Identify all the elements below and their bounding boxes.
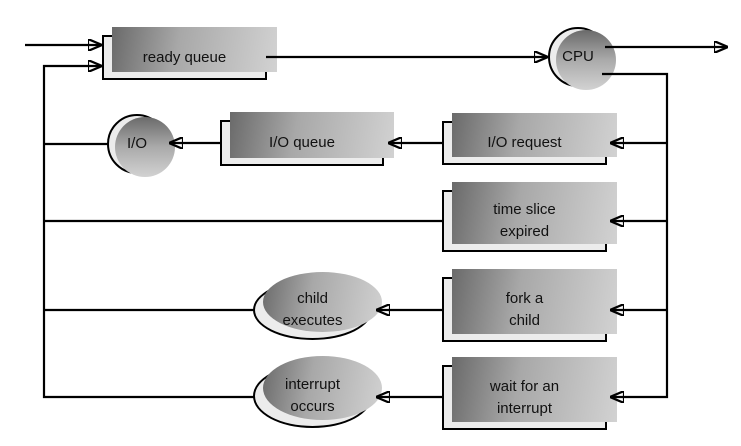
node-fork-a-child: fork a child xyxy=(442,277,607,342)
node-interrupt-occurs-label: interrupt occurs xyxy=(284,376,341,415)
node-fork-a-child-label: fork a child xyxy=(505,289,544,329)
node-io-request: I/O request xyxy=(442,121,607,165)
node-wait-for-interrupt-label: wait for an interrupt xyxy=(489,377,560,417)
node-cpu: CPU xyxy=(548,27,608,87)
node-io-queue: I/O queue xyxy=(220,120,384,166)
node-cpu-label: CPU xyxy=(562,48,594,66)
node-io-request-label: I/O request xyxy=(487,134,562,152)
node-child-executes-label: child executes xyxy=(282,290,343,329)
node-time-slice-expired: time slice expired xyxy=(442,190,607,252)
node-child-executes: child executes xyxy=(253,280,372,340)
node-time-slice-expired-label: time slice expired xyxy=(493,201,556,240)
node-interrupt-occurs: interrupt occurs xyxy=(253,364,372,428)
node-wait-for-interrupt: wait for an interrupt xyxy=(442,365,607,430)
node-ready-queue: ready queue xyxy=(102,35,267,80)
node-io: I/O xyxy=(107,114,167,174)
node-ready-queue-label: ready queue xyxy=(142,48,227,66)
node-io-queue-label: I/O queue xyxy=(269,134,335,152)
node-io-label: I/O xyxy=(126,135,147,153)
